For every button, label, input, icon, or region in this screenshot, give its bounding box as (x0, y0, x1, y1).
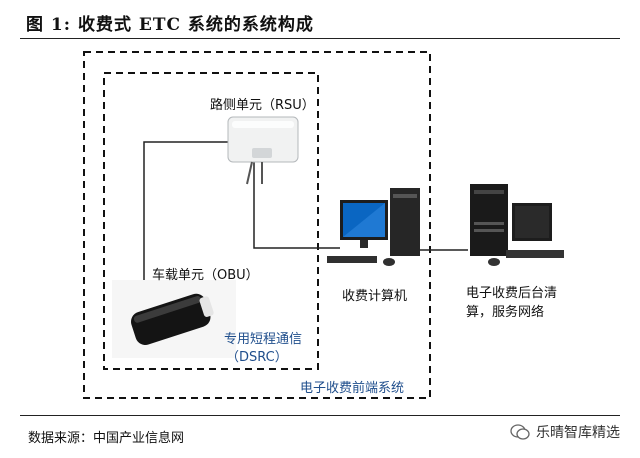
backend-label-line2: 算，服务网络 (466, 305, 545, 320)
figure-title: 图 1: 收费式 ETC 系统的系统构成 (26, 15, 314, 35)
obu-device-icon (112, 280, 236, 358)
rsu-computer-link (253, 162, 340, 249)
inner-boundary (103, 72, 319, 370)
dsrc-label-line2: （DSRC） (226, 350, 288, 365)
rsu-label: 路侧单元（RSU） (210, 98, 315, 113)
front-end-system-label: 电子收费前端系统 (300, 381, 405, 396)
server-icon (470, 184, 564, 266)
rsu-obu-link (143, 141, 228, 282)
computer-icon (327, 188, 420, 266)
brand-watermark: 乐晴智库精选 (510, 422, 620, 442)
wechat-icon (510, 424, 530, 440)
outer-boundary (83, 51, 431, 399)
rsu-device-icon (227, 116, 299, 185)
source-note: 数据来源：中国产业信息网 (28, 431, 185, 446)
computer-label: 收费计算机 (342, 289, 408, 304)
footer-rule (20, 415, 620, 416)
brand-name: 乐晴智库精选 (536, 425, 620, 441)
obu-label: 车载单元（OBU） (152, 268, 259, 283)
title-rule (20, 38, 620, 39)
dsrc-label-line1: 专用短程通信 (224, 332, 303, 347)
backend-label-line1: 电子收费后台清 (466, 286, 558, 301)
